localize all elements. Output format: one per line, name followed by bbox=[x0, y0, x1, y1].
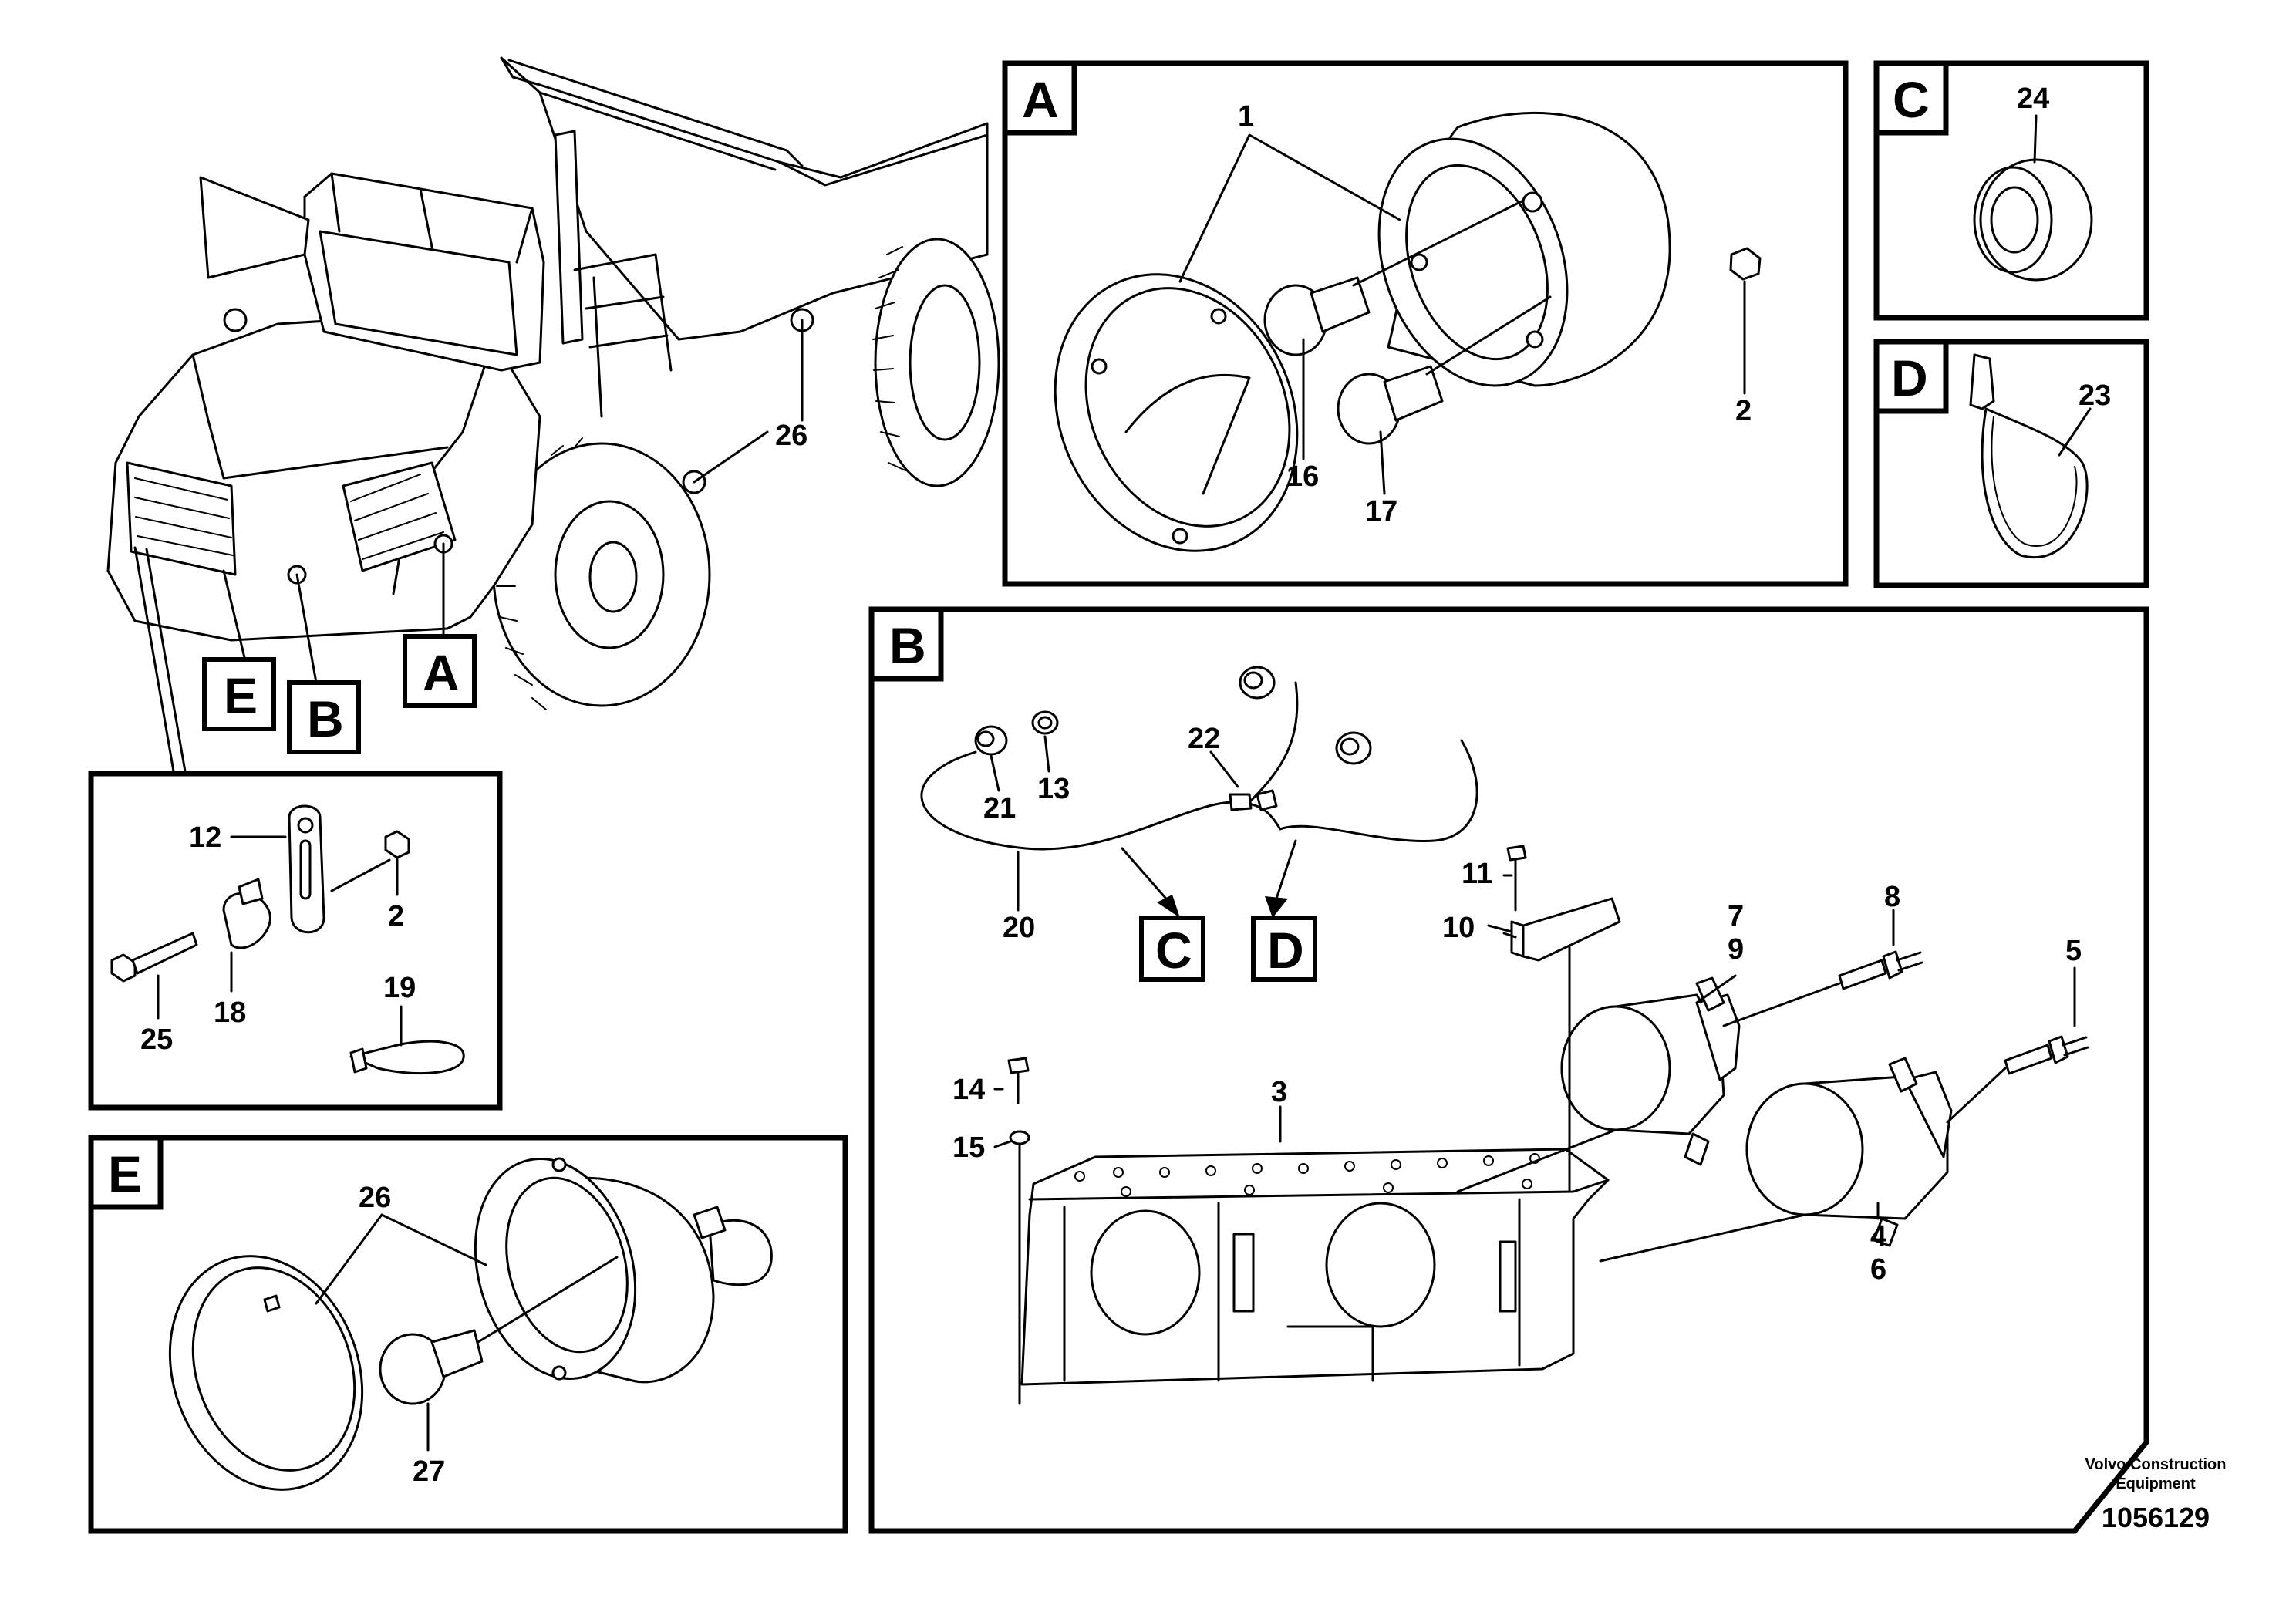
panel-D-label: D bbox=[1891, 349, 1928, 406]
articulated-hauler-illustration: 26 bbox=[106, 56, 1000, 773]
part-number-20: 20 bbox=[1003, 912, 1035, 944]
part-number-23: 23 bbox=[2079, 379, 2111, 412]
part-number-7: 7 bbox=[1728, 900, 1744, 932]
panel-E: E 26 27 bbox=[88, 1135, 848, 1534]
panel-E-label: E bbox=[108, 1145, 142, 1202]
part-number-5: 5 bbox=[2065, 935, 2082, 967]
part-number-12: 12 bbox=[189, 821, 221, 854]
part-number-24: 24 bbox=[2017, 83, 2049, 115]
part-number-13: 13 bbox=[1037, 773, 1070, 805]
part-number-9: 9 bbox=[1728, 933, 1744, 966]
harness-callout-C: C bbox=[1155, 922, 1192, 979]
panel-B-label: B bbox=[889, 617, 926, 674]
part-number-17: 17 bbox=[1365, 495, 1397, 528]
part-number-14: 14 bbox=[952, 1074, 985, 1106]
part-number-22: 22 bbox=[1188, 723, 1220, 755]
svg-text:A: A bbox=[423, 644, 460, 701]
part-number-2-detail: 2 bbox=[388, 900, 404, 932]
part-number-18: 18 bbox=[214, 996, 246, 1029]
part-number-6: 6 bbox=[1870, 1253, 1886, 1286]
panel-A-label: A bbox=[1022, 71, 1059, 128]
part-number-3: 3 bbox=[1271, 1076, 1287, 1108]
panel-C-label: C bbox=[1893, 71, 1930, 128]
part-number-2-panelA: 2 bbox=[1735, 395, 1752, 427]
part-number-16: 16 bbox=[1286, 460, 1319, 493]
part-number-26: 26 bbox=[359, 1182, 391, 1214]
part-number-4: 4 bbox=[1870, 1220, 1886, 1253]
svg-text:B: B bbox=[307, 690, 344, 747]
callout-box-E-truck: E bbox=[202, 657, 276, 731]
panel-D: D 23 bbox=[1873, 339, 2149, 588]
publisher-block: Volvo Construction Equipment 1056129 bbox=[2085, 1456, 2227, 1533]
panel-bracket-detail: 12 2 18 25 19 bbox=[88, 771, 503, 1111]
panel-C: C 24 bbox=[1873, 60, 2149, 321]
figure-code: 1056129 bbox=[2102, 1502, 2210, 1533]
part-number-10: 10 bbox=[1442, 912, 1475, 944]
part-number-19: 19 bbox=[383, 972, 416, 1004]
panel-A: A 1 16 17 2 bbox=[1002, 60, 1849, 587]
panel-B: B C D bbox=[868, 606, 2149, 1534]
part-number-1: 1 bbox=[1238, 100, 1254, 133]
part-number-26-truck: 26 bbox=[775, 420, 807, 452]
callout-box-B-truck: B bbox=[287, 680, 361, 754]
publisher-line-2: Equipment bbox=[2116, 1475, 2196, 1492]
part-number-8: 8 bbox=[1884, 881, 1900, 913]
svg-text:E: E bbox=[224, 667, 258, 724]
part-number-11: 11 bbox=[1462, 858, 1492, 890]
part-number-27: 27 bbox=[413, 1455, 445, 1488]
part-number-21: 21 bbox=[983, 792, 1016, 824]
part-number-15: 15 bbox=[952, 1131, 985, 1164]
callout-box-A-truck: A bbox=[403, 634, 477, 708]
part-number-25: 25 bbox=[140, 1023, 173, 1056]
harness-callout-D: D bbox=[1267, 922, 1304, 979]
publisher-line-1: Volvo Construction bbox=[2085, 1456, 2227, 1473]
